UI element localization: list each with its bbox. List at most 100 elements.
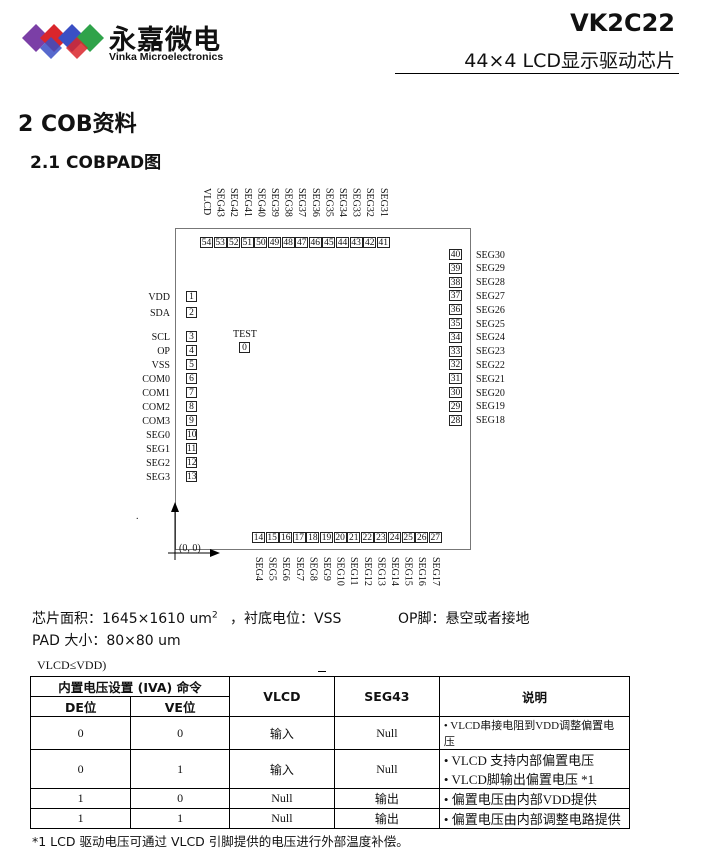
pad-53: 53	[213, 237, 227, 248]
vinka-logo-icon	[22, 24, 104, 59]
desc-line: • VLCD串接电阻到VDD调整偏置电压	[443, 720, 615, 748]
header-vlcd: VLCD	[228, 676, 335, 717]
pad-52: 52	[227, 237, 241, 248]
pad-15: 15	[265, 532, 279, 543]
table-caption: VLCD≤VDD)	[37, 658, 107, 672]
pad-33: 33	[449, 345, 462, 357]
pad-9: 9	[186, 415, 197, 426]
cell-de: 0	[29, 749, 132, 789]
pad-label-SEG16: SEG16	[416, 557, 428, 586]
pad-45: 45	[322, 237, 336, 248]
pad-label-SEG33: SEG33	[350, 188, 362, 217]
pad-31: 31	[449, 373, 462, 385]
pad-50: 50	[254, 237, 268, 248]
pad-7: 7	[186, 387, 197, 398]
pad-21: 21	[347, 532, 361, 543]
pad-44: 44	[336, 237, 349, 248]
pad-17: 17	[292, 532, 306, 543]
pad-label-SEG2: SEG2	[146, 457, 170, 469]
pad-label-SDA: SDA	[149, 307, 170, 319]
pad-label-SEG4: SEG4	[253, 557, 264, 581]
cell-vlcd: Null	[228, 808, 335, 829]
cell-desc: • VLCD串接电阻到VDD调整偏置电压	[438, 716, 631, 750]
pad-28: 28	[449, 414, 462, 426]
pad-24: 24	[388, 532, 401, 543]
header-de: DE位	[29, 696, 132, 717]
pad-label-SEG9: SEG9	[321, 557, 332, 581]
logo-chinese-name: 永嘉微电	[109, 25, 221, 56]
pad-label-SEG34: SEG34	[337, 188, 348, 217]
pad-label-SEG19: SEG19	[476, 401, 505, 413]
die-outline	[175, 228, 471, 550]
cell-ve: 0	[130, 788, 230, 809]
header-desc: 说明	[438, 676, 631, 717]
pad-label-SEG21: SEG21	[476, 373, 505, 385]
pad-label-SEG39: SEG39	[269, 188, 280, 217]
pad-26: 26	[415, 532, 429, 543]
pad-11: 11	[186, 443, 197, 454]
pad-label-VDD: VDD	[148, 291, 170, 303]
caption-mark	[318, 671, 326, 672]
cell-desc: • VLCD 支持内部偏置电压• VLCD脚输出偏置电压 *1	[438, 749, 631, 789]
pad-label-SEG42: SEG42	[228, 188, 240, 217]
chip-description: 44×4 LCD显示驱动芯片	[464, 50, 675, 72]
pad-40: 40	[449, 249, 462, 260]
pad-18: 18	[306, 532, 320, 543]
pad-label-SEG23: SEG23	[476, 346, 505, 358]
pad-13: 13	[186, 471, 197, 482]
cell-vlcd: Null	[228, 788, 335, 809]
test-pad: 0	[239, 342, 250, 353]
pad-label-SEG18: SEG18	[476, 415, 505, 427]
pad-label-SEG15: SEG15	[402, 557, 414, 586]
desc-line: • 偏置电压由内部VDD提供	[443, 792, 597, 807]
pad-48: 48	[281, 237, 295, 248]
pad-49: 49	[268, 237, 281, 248]
pad-label-SEG5: SEG5	[266, 557, 278, 581]
pad-label-SEG6: SEG6	[280, 557, 292, 581]
pad-label-OP: OP	[157, 345, 170, 357]
pad-label-SEG43: SEG43	[214, 188, 226, 217]
pad-41: 41	[376, 237, 390, 248]
pad-label-SEG41: SEG41	[241, 188, 253, 217]
pad-label-COM2: COM2	[142, 401, 170, 413]
test-pad-label: TEST	[233, 329, 257, 340]
pad-label-SEG20: SEG20	[476, 387, 505, 399]
cell-ve: 1	[130, 808, 230, 829]
pad-34: 34	[449, 331, 462, 343]
pad-label-SEG36: SEG36	[309, 188, 321, 217]
pad-51: 51	[240, 237, 254, 248]
pad-43: 43	[349, 237, 363, 248]
pad-35: 35	[449, 318, 462, 329]
pad-label-SEG31: SEG31	[377, 188, 389, 217]
pad-label-SEG14: SEG14	[389, 557, 400, 586]
pad-2: 2	[186, 307, 197, 318]
pad-5: 5	[186, 359, 197, 370]
pad-36: 36	[449, 304, 462, 316]
pad-37: 37	[449, 290, 462, 302]
pad-22: 22	[360, 532, 374, 543]
cell-ve: 0	[130, 716, 230, 750]
pad-label-SEG13: SEG13	[375, 557, 387, 586]
cell-seg43: 输出	[333, 788, 440, 809]
pad-label-SEG0: SEG0	[146, 429, 170, 441]
logo-english-name: Vinka Microelectronics	[109, 51, 224, 63]
pad-label-SCL: SCL	[151, 331, 170, 343]
pad-label-SEG30: SEG30	[476, 249, 505, 261]
pad-39: 39	[449, 262, 462, 274]
cell-seg43: Null	[333, 749, 440, 789]
pad-6: 6	[186, 373, 197, 384]
pad-42: 42	[363, 237, 377, 248]
pad-label-SEG22: SEG22	[476, 359, 505, 371]
pad-label-SEG28: SEG28	[476, 277, 505, 289]
header-iva-group: 内置电压设置 (IVA) 命令	[30, 676, 230, 697]
pad-38: 38	[449, 276, 462, 288]
pad-25: 25	[401, 532, 415, 543]
pad-14: 14	[252, 532, 265, 543]
pad-label-VSS: VSS	[151, 359, 170, 371]
pad-19: 19	[320, 532, 333, 543]
cell-desc: • 偏置电压由内部VDD提供	[438, 788, 631, 809]
